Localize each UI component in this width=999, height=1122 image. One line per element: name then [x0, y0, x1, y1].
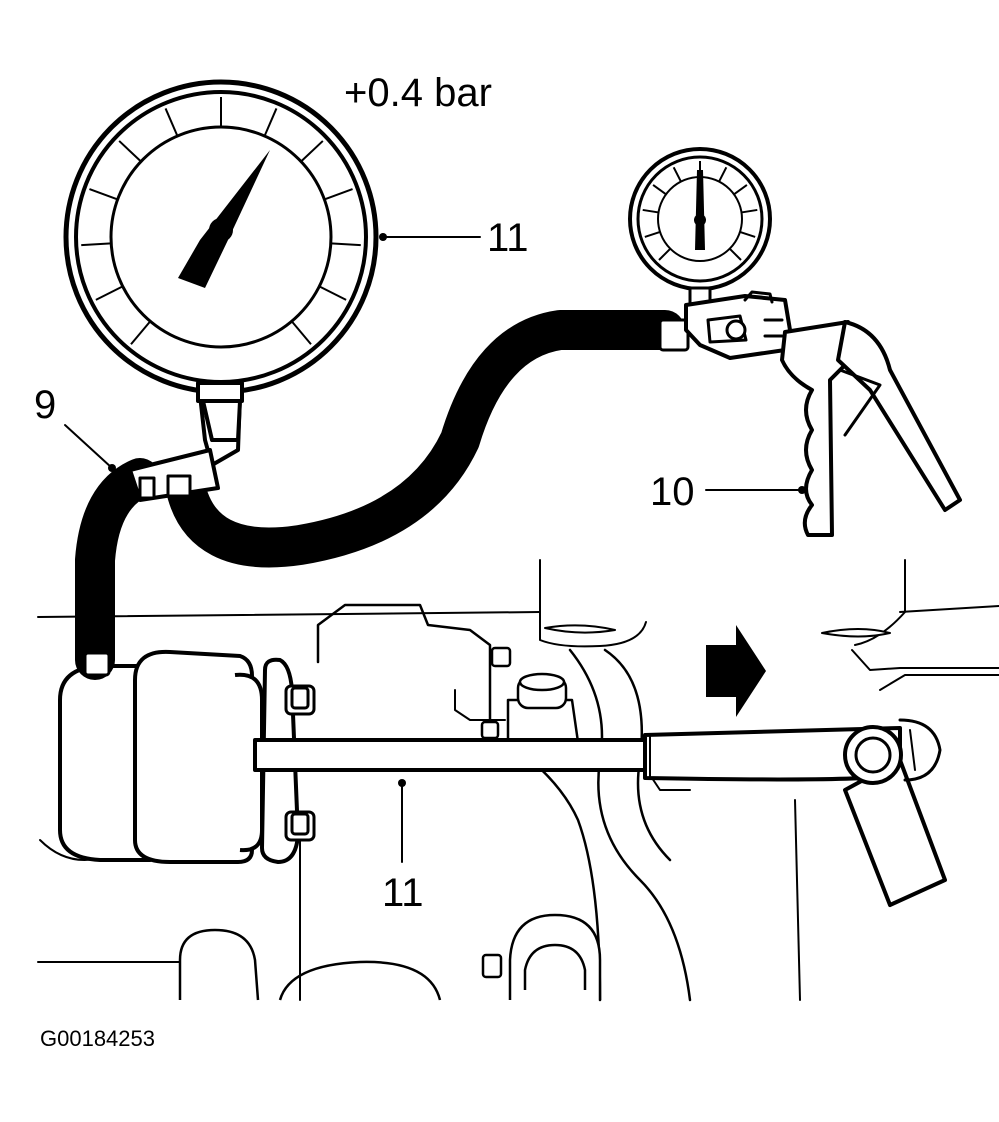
gauge-tick — [642, 208, 659, 214]
callout-rod-label: 11 — [382, 871, 424, 915]
gauge-tick — [118, 140, 142, 163]
gauge-tick — [324, 188, 353, 201]
gauge-tick — [81, 242, 112, 247]
bolt — [480, 646, 512, 979]
gauge-tick — [728, 247, 742, 261]
gauge-tick — [130, 320, 152, 345]
small-gauge-scale — [642, 161, 758, 261]
gauge-tick — [658, 247, 672, 261]
gauge-pivot — [209, 218, 233, 242]
gauge-tick — [672, 166, 682, 183]
gauge-tick — [741, 208, 758, 214]
gauge-tick — [300, 140, 324, 163]
hose — [75, 310, 690, 680]
callouts: +0.4 bar 11 10 9 11 G00184253 — [34, 71, 806, 1051]
gauge-tick — [318, 285, 347, 301]
gauge-tick — [164, 108, 179, 137]
vacuum-pump — [628, 147, 962, 537]
gauge-tick — [644, 231, 661, 238]
pushrod-tool — [253, 718, 947, 907]
gauge-tick — [89, 188, 118, 201]
engine-background — [37, 559, 999, 1002]
pressure-reading-label: +0.4 bar — [344, 71, 492, 115]
gauge-tick — [263, 108, 278, 137]
callout-pump-label: 10 — [650, 470, 695, 514]
callout-gauge-label: 11 — [487, 216, 529, 260]
callout-hose-label: 9 — [34, 383, 56, 427]
gauge-tick — [95, 285, 124, 301]
gauge-tick — [330, 242, 361, 247]
gauge-scale — [81, 97, 361, 345]
bolt-head — [506, 672, 580, 744]
gauge-tick — [652, 184, 667, 196]
figure-code: G00184253 — [40, 1026, 155, 1051]
gauge-tick — [290, 320, 312, 345]
gauge-tick — [733, 184, 748, 196]
gauge-tick — [739, 231, 756, 238]
gauge-tick — [718, 166, 728, 183]
direction-arrow — [706, 625, 766, 717]
pressure-gauge — [63, 79, 379, 442]
